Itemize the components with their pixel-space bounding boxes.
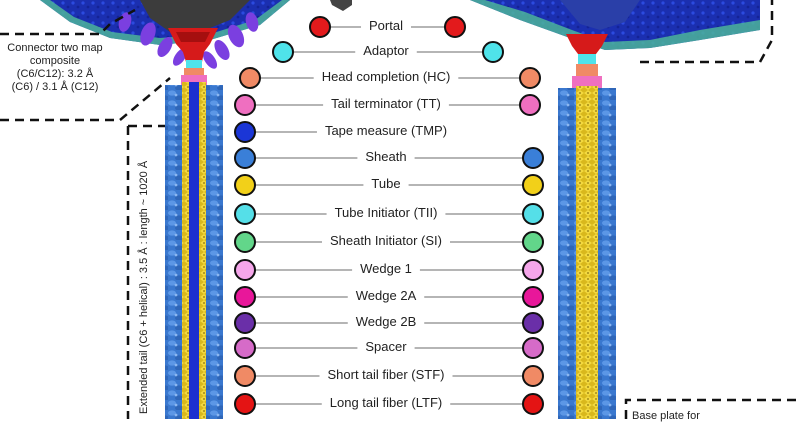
connector-note: Connector two map composite (C6/C12): 3.… (7, 42, 103, 93)
legend-label: Sheath Initiator (SI) (330, 233, 442, 248)
legend-label: Wedge 1 (360, 261, 412, 276)
legend-swatch-left (234, 393, 256, 415)
left-capsid-teal-rim (40, 0, 290, 45)
legend-swatch-left (234, 231, 256, 253)
legend-swatch-left (234, 259, 256, 281)
legend-swatch-right (519, 67, 541, 89)
left-head-completion (184, 68, 204, 75)
legend-label: Head completion (HC) (321, 69, 451, 84)
legend-swatch-right (519, 94, 541, 116)
legend-swatch-left (272, 41, 294, 63)
legend-swatch-right (444, 16, 466, 38)
left-phage-model (40, 0, 352, 419)
tail-axis-label: Extended tail (C6 + helical) : 3.5 Å : l… (138, 160, 150, 414)
legend-swatch-left (234, 121, 256, 143)
legend-swatch-left (239, 67, 261, 89)
left-tape-measure (189, 82, 199, 419)
legend-swatch-right (522, 337, 544, 359)
right-phage-model (470, 0, 760, 419)
connector-bracket (0, 8, 136, 36)
component-legend (234, 16, 544, 415)
legend-swatch-right (482, 41, 504, 63)
right-adaptor (578, 54, 596, 64)
left-purple-fibers (118, 12, 259, 69)
legend-swatch-left (234, 365, 256, 387)
legend-swatch-left (234, 147, 256, 169)
legend-label: Short tail fiber (STF) (327, 367, 445, 382)
legend-swatch-right (522, 286, 544, 308)
legend-swatch-left (234, 312, 256, 334)
connector-box-bottom (0, 77, 171, 122)
legend-label: Tail terminator (TT) (331, 96, 441, 111)
legend-swatch-left (309, 16, 331, 38)
legend-swatch-left (234, 286, 256, 308)
legend-label: Portal (369, 18, 403, 33)
right-top-bracket (640, 0, 774, 64)
right-head-completion (576, 64, 598, 76)
legend-swatch-left (234, 203, 256, 225)
legend-swatch-left (234, 94, 256, 116)
left-adaptor (186, 60, 202, 68)
legend-label: Adaptor (363, 43, 409, 58)
legend-swatch-right (522, 312, 544, 334)
left-top-hexagon (330, 0, 352, 11)
legend-swatch-left (234, 174, 256, 196)
bottom-right-bracket (624, 398, 800, 419)
legend-label: Tape measure (TMP) (324, 123, 448, 138)
bottom-right-note: Base plate for (632, 410, 700, 422)
legend-label: Long tail fiber (LTF) (329, 395, 443, 410)
right-tube (576, 86, 598, 419)
legend-swatch-right (522, 365, 544, 387)
legend-swatch-right (522, 231, 544, 253)
legend-label: Spacer (365, 339, 407, 354)
right-tail-terminator (572, 76, 602, 88)
legend-swatch-right (522, 259, 544, 281)
left-capsid-cutface (140, 0, 250, 32)
legend-label: Wedge 2B (355, 314, 417, 329)
legend-swatch-right (522, 393, 544, 415)
legend-swatch-right (522, 147, 544, 169)
right-capsid-cut (560, 0, 640, 30)
legend-swatch-right (522, 174, 544, 196)
legend-label: Wedge 2A (355, 288, 417, 303)
legend-label: Tube Initiator (TII) (334, 205, 438, 220)
legend-swatch-left (234, 337, 256, 359)
legend-label: Tube (371, 176, 401, 191)
right-capsid-teal-rim (470, 0, 760, 50)
legend-swatch-right (522, 203, 544, 225)
left-tail-terminator (181, 75, 207, 85)
right-portal (566, 34, 608, 54)
legend-label: Sheath (365, 149, 407, 164)
